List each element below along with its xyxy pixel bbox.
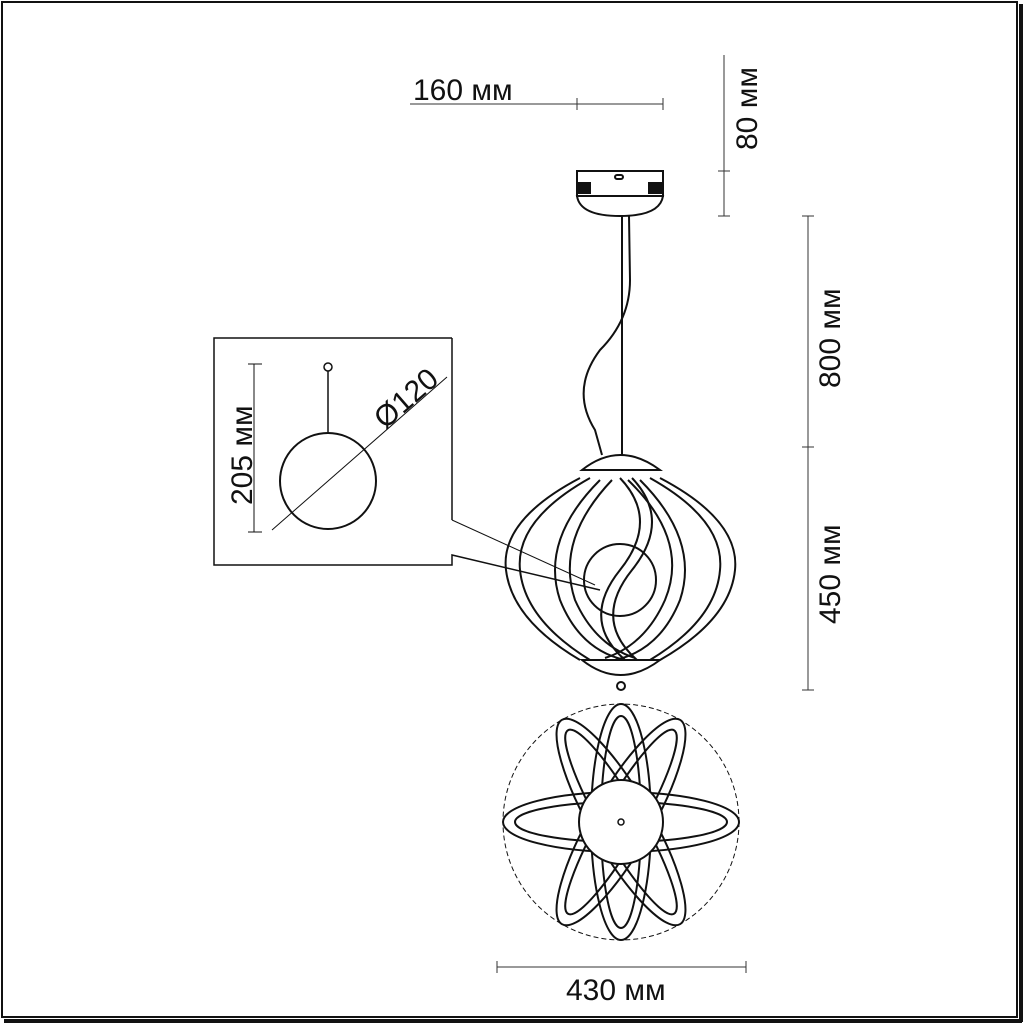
top-view bbox=[502, 703, 740, 941]
cable-length-label: 800 мм bbox=[814, 288, 847, 388]
diameter-label: 430 мм bbox=[566, 974, 666, 1007]
detail-view bbox=[213, 337, 601, 591]
dimension-lines bbox=[410, 55, 814, 973]
detail-height-label: 205 мм bbox=[226, 405, 259, 505]
canopy-width-label: 160 мм bbox=[413, 74, 513, 107]
cables bbox=[582, 215, 632, 456]
detail-diameter-label: Ø120 bbox=[368, 362, 445, 435]
body-height-label: 450 мм bbox=[814, 524, 847, 624]
canopy-height-label: 80 мм bbox=[731, 67, 764, 150]
lamp-body bbox=[504, 454, 737, 691]
canopy bbox=[575, 170, 665, 218]
